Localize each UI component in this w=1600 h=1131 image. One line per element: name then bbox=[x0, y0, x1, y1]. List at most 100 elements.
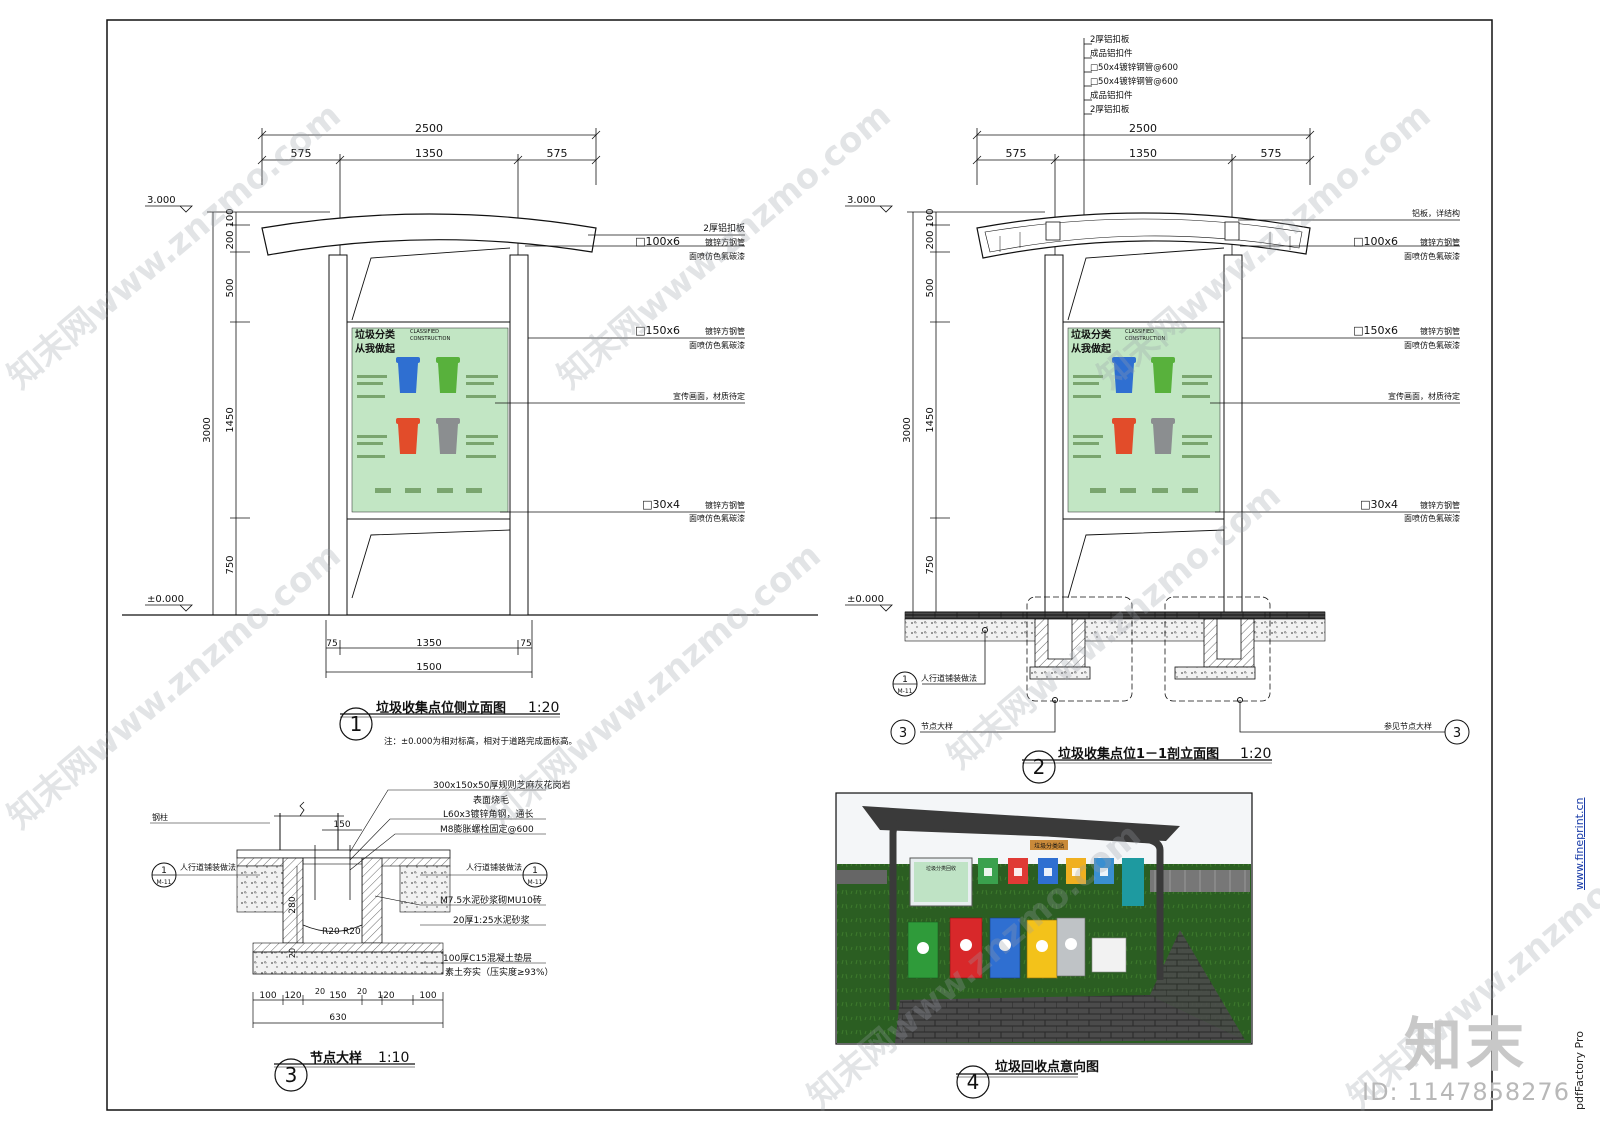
node-detail-view: 钢柱 150 R20 R20 280 20 20 20 bbox=[150, 779, 570, 1092]
svg-text:宣传画面，材质待定: 宣传画面，材质待定 bbox=[1388, 391, 1460, 401]
callout-flamed: 表面烧毛 bbox=[473, 794, 509, 806]
svg-text:120: 120 bbox=[377, 991, 394, 1001]
svg-text:100: 100 bbox=[925, 208, 936, 227]
elev-top-2: 3.000 bbox=[847, 195, 876, 206]
bin-gray-icon bbox=[1151, 418, 1175, 454]
svg-text:3: 3 bbox=[285, 1063, 298, 1087]
svg-text:垃圾分类: 垃圾分类 bbox=[1071, 328, 1111, 341]
svg-text:575: 575 bbox=[1006, 147, 1027, 160]
section-elevation-view: 2厚铝扣板 成品铝扣件 □50x4镀锌钢管@600 □50x4镀锌钢管@600 … bbox=[845, 34, 1470, 784]
watermark-4: 知末网www.znzmo.com bbox=[0, 535, 349, 837]
view3-title: 节点大样 bbox=[310, 1050, 362, 1066]
svg-text:75: 75 bbox=[520, 639, 531, 649]
svg-text:从我做起: 从我做起 bbox=[1071, 342, 1112, 355]
dim-left: 575 bbox=[291, 147, 312, 160]
view1-note: 注：±0.000为相对标高，相对于道路完成面标高。 bbox=[384, 736, 577, 747]
svg-text:20: 20 bbox=[288, 948, 297, 958]
callout-100x6: □100x6 bbox=[635, 235, 680, 248]
dim-mid: 1350 bbox=[415, 147, 443, 160]
view3-scale: 1:10 bbox=[378, 1050, 409, 1066]
side-elevation-view: 2500 575 1350 575 3.000 ±0.000 3000 100 … bbox=[122, 122, 818, 747]
elev-zero: ±0.000 bbox=[147, 594, 184, 605]
svg-text:1350: 1350 bbox=[416, 638, 441, 649]
svg-text:CLASSIFIED: CLASSIFIED bbox=[410, 329, 439, 335]
pdffactory-label: pdfFactory Pro bbox=[1573, 1031, 1586, 1110]
svg-text:1450: 1450 bbox=[925, 407, 936, 432]
svg-text:垃圾分类回收: 垃圾分类回收 bbox=[926, 865, 956, 872]
vdim-500: 500 bbox=[225, 278, 236, 297]
view2-number-bubble bbox=[1022, 750, 1056, 784]
callout-brick: M7.5水泥砂浆砌MU10砖 bbox=[440, 894, 542, 906]
classification-poster: 垃圾分类 从我做起 CLASSIFIED CONSTRUCTION bbox=[351, 327, 509, 513]
callout-angle-steel: L60x3镀锌角钢，通长 bbox=[443, 808, 534, 820]
vdim-total: 3000 bbox=[202, 417, 213, 442]
dim-right: 575 bbox=[547, 147, 568, 160]
svg-text:镀锌方钢管: 镀锌方钢管 bbox=[1420, 237, 1460, 247]
svg-text:□30x4: □30x4 bbox=[1360, 498, 1398, 511]
footing-left bbox=[1026, 596, 1133, 702]
svg-text:镀锌方钢管: 镀锌方钢管 bbox=[705, 500, 745, 510]
view2-scale: 1:20 bbox=[1240, 746, 1271, 762]
svg-text:M-11: M-11 bbox=[528, 879, 543, 886]
elev-zero-2: ±0.000 bbox=[847, 594, 884, 605]
resource-id: ID: 1147858276 bbox=[1362, 1078, 1570, 1106]
svg-text:CONSTRUCTION: CONSTRUCTION bbox=[1125, 336, 1165, 342]
callout-aluminum-panel: 2厚铝扣板 bbox=[703, 222, 745, 234]
svg-text:R20: R20 bbox=[343, 927, 361, 937]
svg-text:1: 1 bbox=[902, 675, 908, 685]
bin-red-icon bbox=[1112, 418, 1136, 454]
top-callout-4: □50x4镀锌钢管@600 bbox=[1090, 76, 1178, 87]
view2-title: 垃圾收集点位1－1剖立面图 bbox=[1058, 746, 1219, 762]
bin-blue-icon bbox=[396, 357, 420, 393]
svg-text:□150x6: □150x6 bbox=[1353, 324, 1398, 337]
top-callout-5: 成品铝扣件 bbox=[1090, 90, 1133, 101]
svg-text:200: 200 bbox=[925, 230, 936, 249]
svg-text:100: 100 bbox=[259, 991, 276, 1001]
callout-mortar: 20厚1:25水泥砂浆 bbox=[453, 914, 530, 926]
callout-granite: 300x150x50厚规则芝麻灰花岗岩 bbox=[433, 779, 570, 791]
view4-title: 垃圾回收点意向图 bbox=[995, 1059, 1099, 1075]
view1-number-bubble bbox=[339, 707, 373, 741]
svg-text:从我做起: 从我做起 bbox=[355, 342, 396, 355]
svg-text:面喷仿色氟碳漆: 面喷仿色氟碳漆 bbox=[689, 513, 745, 523]
bin-gray-icon bbox=[436, 418, 460, 454]
intent-rendering: 垃圾分类站 垃圾分类回收 4 bbox=[835, 792, 1253, 1099]
svg-text:1350: 1350 bbox=[1129, 147, 1157, 160]
svg-text:20: 20 bbox=[315, 987, 325, 996]
svg-text:3: 3 bbox=[1453, 726, 1461, 741]
svg-text:镀锌方钢管: 镀锌方钢管 bbox=[1420, 326, 1460, 336]
svg-text:M-11: M-11 bbox=[898, 688, 913, 695]
render-bins bbox=[907, 917, 1127, 979]
svg-text:100: 100 bbox=[419, 991, 436, 1001]
svg-text:3000: 3000 bbox=[902, 417, 913, 442]
svg-text:面喷仿色氟碳漆: 面喷仿色氟碳漆 bbox=[689, 251, 745, 261]
svg-text:1: 1 bbox=[532, 866, 538, 876]
svg-text:150: 150 bbox=[333, 820, 350, 830]
svg-text:2500: 2500 bbox=[1129, 122, 1157, 135]
fineprint-link[interactable]: www.fineprint.cn bbox=[1573, 797, 1586, 890]
svg-text:3: 3 bbox=[899, 726, 907, 741]
svg-text:镀锌方钢管: 镀锌方钢管 bbox=[705, 326, 745, 336]
vdim-1450: 1450 bbox=[225, 407, 236, 432]
top-callout-1: 2厚铝扣板 bbox=[1090, 34, 1130, 45]
paving-right-label: 人行道铺装做法 bbox=[466, 862, 522, 872]
svg-text:75: 75 bbox=[326, 639, 337, 649]
svg-text:630: 630 bbox=[329, 1013, 346, 1023]
svg-text:垃圾分类: 垃圾分类 bbox=[355, 328, 395, 341]
view3-number-bubble bbox=[274, 1058, 308, 1092]
steel-column-label: 钢柱 bbox=[152, 812, 168, 822]
dim-total: 2500 bbox=[415, 122, 443, 135]
view4-number-bubble bbox=[956, 1065, 990, 1099]
svg-text:垃圾分类站: 垃圾分类站 bbox=[1034, 842, 1064, 850]
paving-left-label: 人行道铺装做法 bbox=[180, 862, 236, 872]
render-sign bbox=[1030, 840, 1068, 850]
callout-concrete: 100厚C15混凝土垫层 bbox=[443, 952, 532, 964]
vdim-100: 100 bbox=[225, 208, 236, 227]
view1-scale: 1:20 bbox=[528, 700, 559, 716]
vdim-750: 750 bbox=[225, 555, 236, 574]
vdim-200: 200 bbox=[225, 230, 236, 249]
elev-top: 3.000 bbox=[147, 195, 176, 206]
classification-poster-2: 垃圾分类 从我做起 CLASSIFIED CONSTRUCTION bbox=[1067, 327, 1221, 513]
svg-text:面喷仿色氟碳漆: 面喷仿色氟碳漆 bbox=[689, 340, 745, 350]
